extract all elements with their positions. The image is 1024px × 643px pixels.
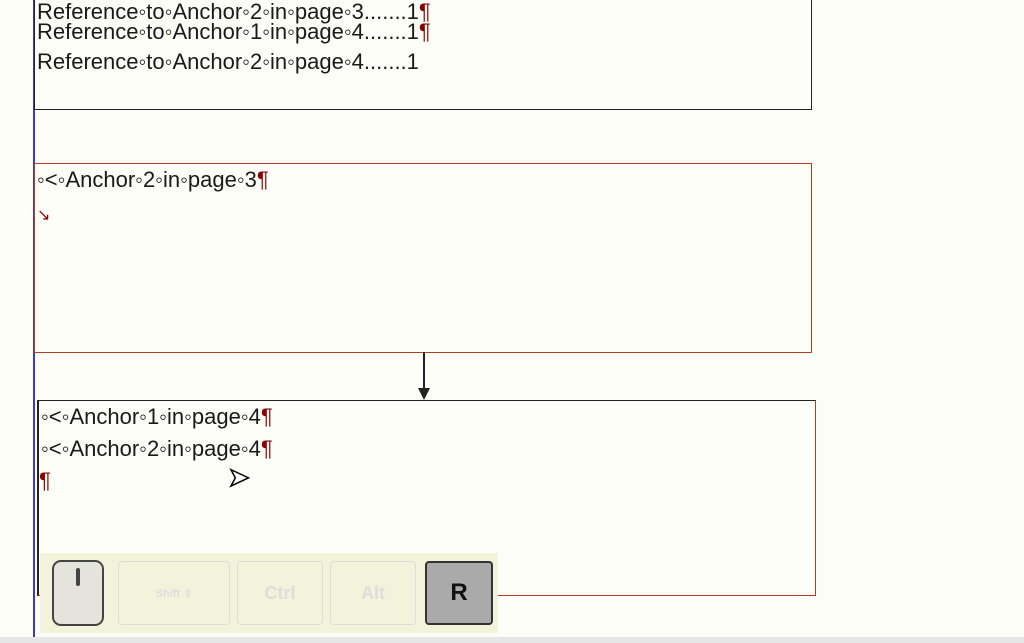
shift-key: Shift ⇧ bbox=[118, 561, 230, 625]
anchor-line[interactable]: ◦<◦Anchor◦1◦in◦page◦4¶ bbox=[41, 404, 273, 429]
anchor-line[interactable]: ◦<◦Anchor◦2◦in◦page◦3¶ bbox=[37, 167, 269, 192]
empty-paragraph[interactable]: ¶ bbox=[39, 468, 51, 493]
bottom-bar bbox=[0, 637, 1024, 643]
anchor-line[interactable]: ◦<◦Anchor◦2◦in◦page◦4¶ bbox=[41, 436, 273, 461]
toc-line[interactable]: Reference◦to◦Anchor◦2◦in◦page◦3.......1¶ bbox=[37, 0, 431, 24]
mouse-pointer-icon: ➤ bbox=[227, 461, 250, 493]
toc-line[interactable]: Reference◦to◦Anchor◦1◦in◦page◦4.......1¶ bbox=[37, 19, 431, 44]
toc-frame[interactable]: Reference◦to◦Anchor◦2◦in◦page◦3.......1¶… bbox=[34, 0, 812, 110]
ctrl-key: Ctrl bbox=[237, 561, 323, 625]
frame-link-arrow bbox=[423, 352, 425, 392]
anchor-frame-page-3[interactable]: ◦<◦Anchor◦2◦in◦page◦3¶ ↘ bbox=[34, 163, 812, 353]
mouse-icon bbox=[52, 560, 104, 626]
keystroke-overlay: Shift ⇧ Ctrl Alt R bbox=[40, 553, 498, 633]
toc-line[interactable]: Reference◦to◦Anchor◦2◦in◦page◦4.......1 bbox=[37, 49, 419, 74]
r-key: R bbox=[425, 561, 493, 625]
column-break-icon: ↘ bbox=[37, 207, 51, 224]
alt-key: Alt bbox=[330, 561, 416, 625]
arrow-down-icon bbox=[418, 388, 430, 400]
